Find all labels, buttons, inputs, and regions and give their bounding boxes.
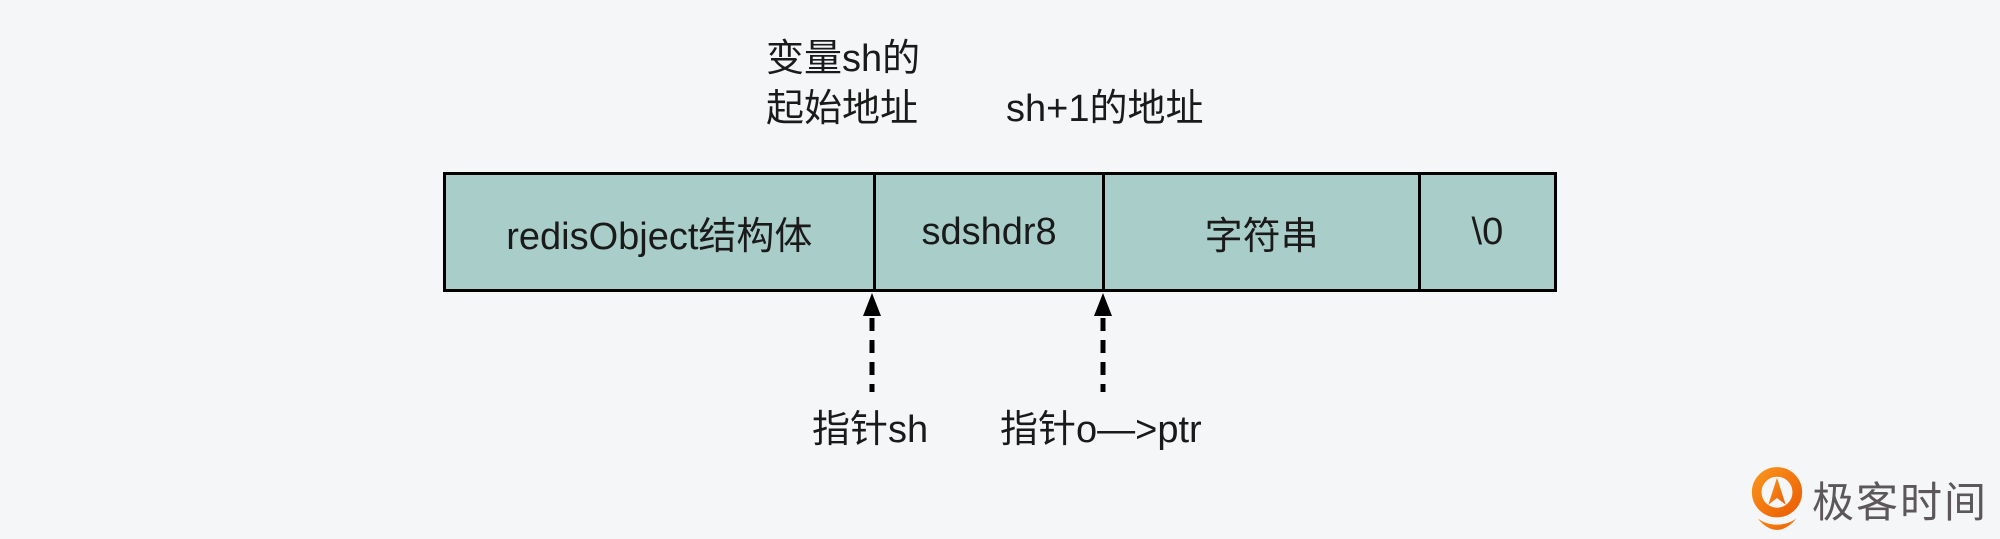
cell-label: 字符串 (1204, 215, 1319, 258)
cell-sdshdr8: sdshdr8 (872, 175, 1103, 289)
cell-null-terminator: \0 (1417, 175, 1554, 289)
memory-layout-box: redisObject结构体 sdshdr8 字符串 \0 (443, 172, 1557, 292)
pointer-arrow-sh-icon (863, 293, 881, 392)
cell-string: 字符串 (1102, 175, 1417, 289)
cell-label: sdshdr8 (921, 210, 1057, 253)
geektime-logo: 极客时间 (1748, 466, 1988, 532)
geektime-pin-icon (1751, 467, 1803, 530)
geektime-logo-text: 极客时间 (1812, 478, 1989, 526)
label-pointer-sh: 指针sh (812, 409, 929, 451)
label-sh-plus1-address: sh+1的地址 (1006, 88, 1204, 130)
label-sh-start-address: 变量sh的 起始地址 (766, 38, 921, 130)
cell-label: redisObject结构体 (506, 215, 813, 258)
cell-label: \0 (1471, 210, 1504, 253)
label-pointer-o-ptr: 指针o—>ptr (1000, 409, 1202, 451)
pointer-arrow-o-ptr-icon (1094, 293, 1112, 392)
cell-redisobject-struct: redisObject结构体 (446, 175, 873, 289)
